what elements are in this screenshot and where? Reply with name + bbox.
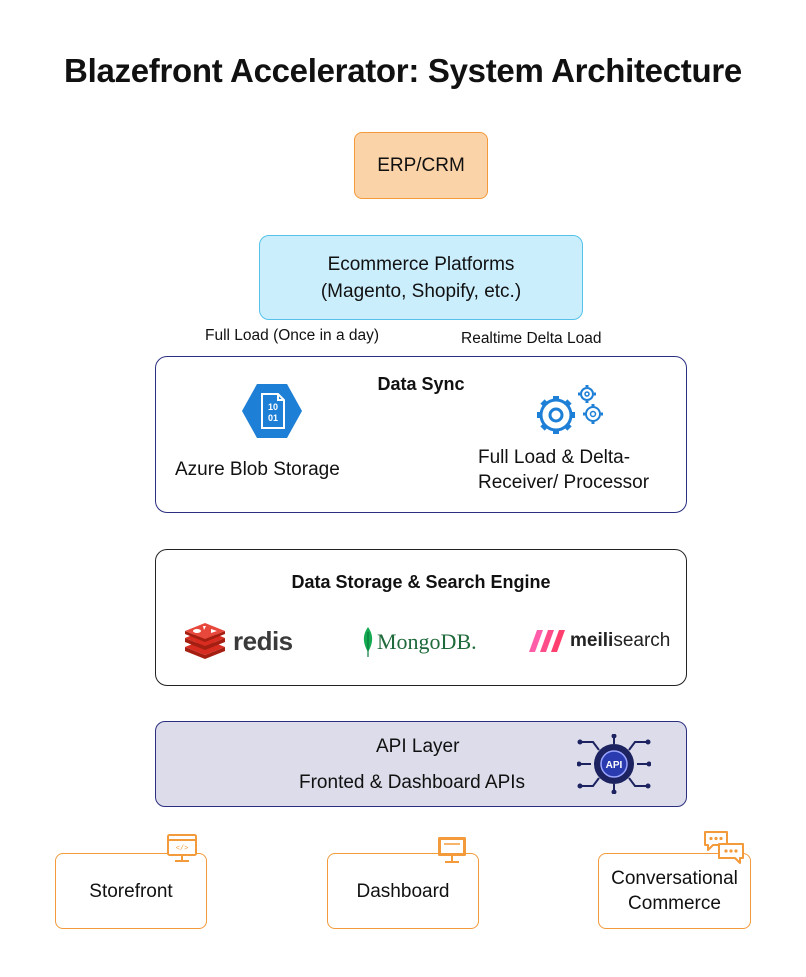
full-load-label: Full Load (Once in a day)	[205, 327, 380, 344]
data-sync-box: Data Sync 10 01 Azure Blob Storage	[155, 356, 687, 513]
svg-text:10: 10	[268, 402, 278, 412]
redis-wordmark: redis	[233, 625, 293, 656]
api-layer-title: API Layer	[376, 736, 460, 757]
api-layer-box: API Layer Fronted & Dashboard APIs API	[155, 721, 687, 807]
meili-bold: meili	[570, 630, 614, 651]
ecommerce-subtitle: (Magento, Shopify, etc.)	[320, 280, 522, 302]
code-monitor-icon: </>	[167, 834, 197, 862]
data-sync-title: Data Sync	[377, 374, 465, 394]
redis-logo-icon	[185, 623, 225, 659]
meilisearch-wordmark: meilisearch	[570, 630, 670, 652]
redis-logo: redis	[183, 623, 293, 659]
dashboard-label: Dashboard	[356, 880, 450, 902]
conversational-line-2: Commerce	[628, 893, 721, 914]
chat-bubbles-icon	[704, 831, 744, 864]
mongodb-leaf-icon	[363, 627, 373, 657]
api-chip-text: API	[606, 760, 623, 771]
processor-label: Full Load & Delta- Receiver/ Processor	[478, 445, 649, 495]
erp-crm-box: ERP/CRM	[354, 132, 488, 199]
mongodb-wordmark: MongoDB.	[377, 629, 477, 654]
storefront-box: Storefront	[55, 853, 207, 929]
data-storage-title: Data Storage & Search Engine	[291, 572, 551, 592]
svg-text:</>: </>	[176, 845, 189, 853]
meilisearch-logo-icon	[529, 630, 565, 652]
storefront-label: Storefront	[89, 880, 173, 902]
conversational-line-1: Conversational	[611, 868, 738, 889]
azure-blob-icon: 10 01	[242, 384, 302, 438]
mongodb-logo: MongoDB.	[362, 627, 477, 657]
page-title: Blazefront Accelerator: System Architect…	[64, 52, 742, 89]
api-chip-icon: API	[577, 734, 651, 794]
delta-load-label: Realtime Delta Load	[461, 330, 602, 347]
processor-line-1: Full Load & Delta-	[478, 447, 631, 468]
erp-crm-label: ERP/CRM	[377, 154, 465, 176]
conversational-commerce-box: Conversational Commerce	[598, 853, 751, 929]
dashboard-monitor-icon	[438, 837, 466, 863]
azure-blob-label: Azure Blob Storage	[175, 459, 340, 480]
dashboard-box: Dashboard	[327, 853, 479, 929]
svg-text:01: 01	[268, 413, 278, 423]
ecommerce-title: Ecommerce Platforms	[327, 253, 515, 275]
api-layer-subtitle: Fronted & Dashboard APIs	[299, 772, 526, 793]
meilisearch-logo: meilisearch	[529, 630, 670, 652]
ecommerce-platforms-box: Ecommerce Platforms (Magento, Shopify, e…	[259, 235, 583, 320]
processor-line-2: Receiver/ Processor	[478, 472, 650, 493]
gears-icon	[537, 385, 603, 434]
meili-light: search	[613, 630, 671, 651]
data-storage-box: Data Storage & Search Engine redis Mongo…	[155, 549, 687, 686]
